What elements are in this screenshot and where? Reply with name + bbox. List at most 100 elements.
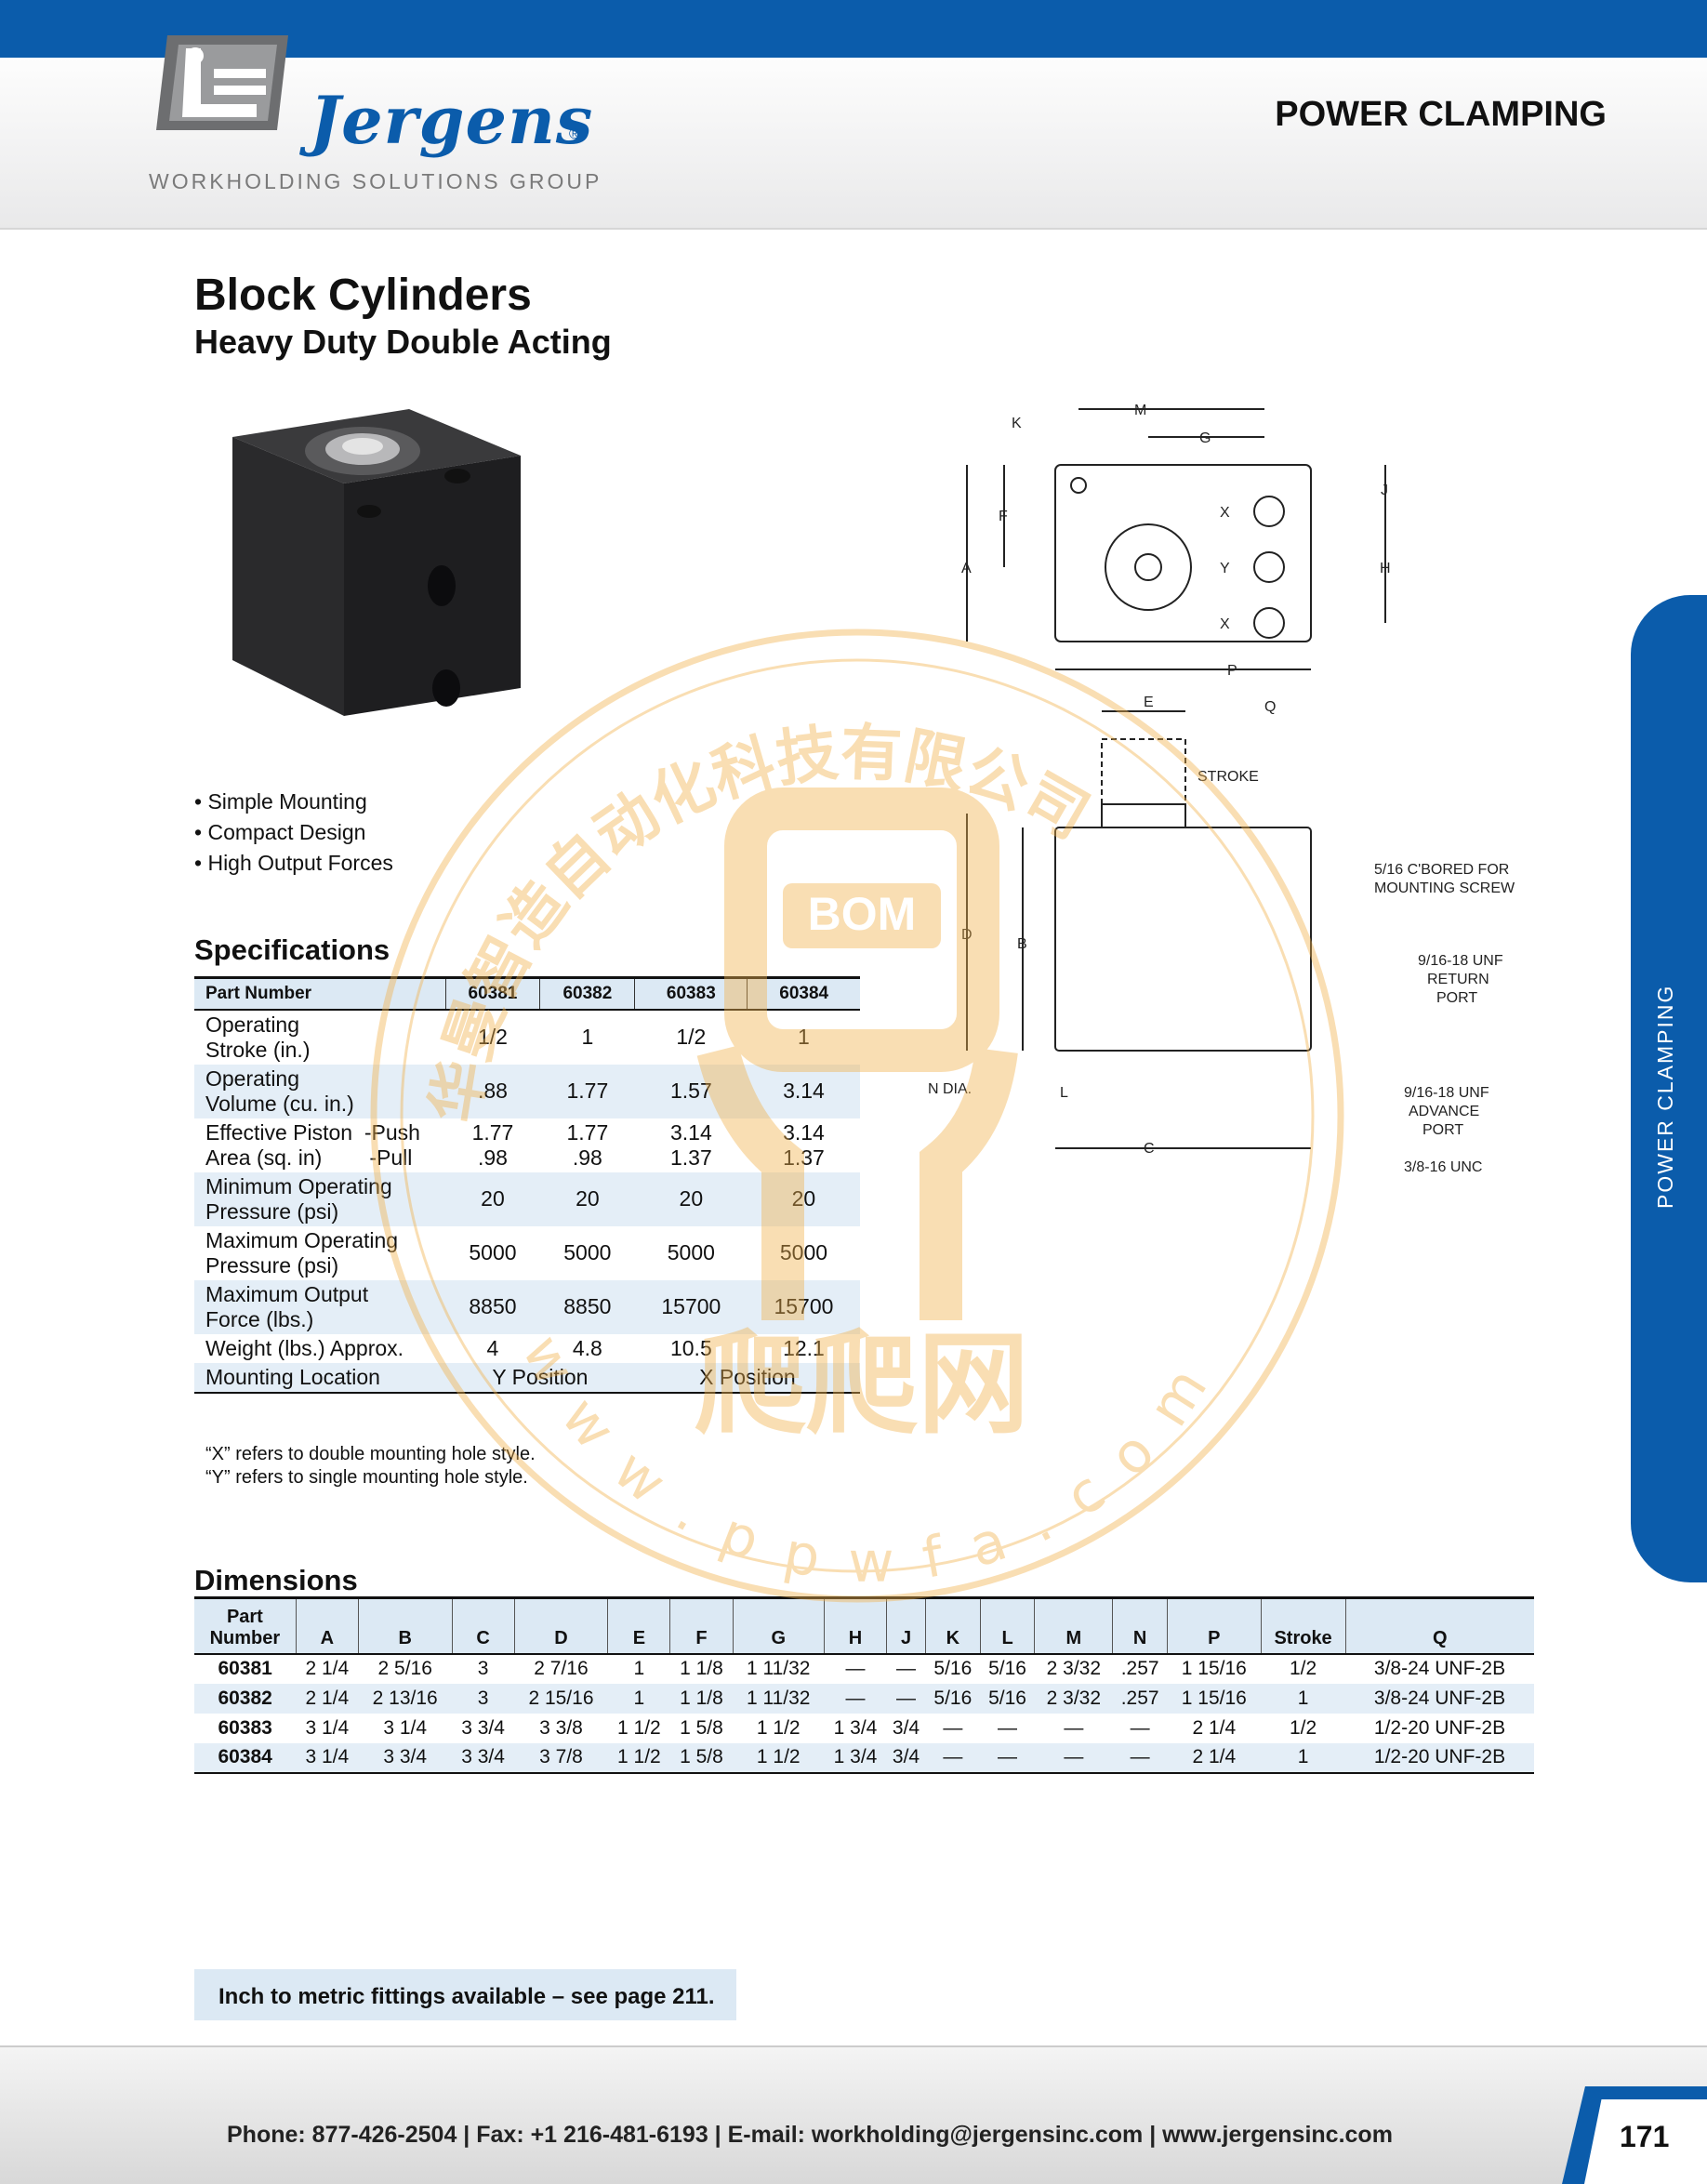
dims-value: — <box>1034 1742 1113 1774</box>
dims-value: 3 3/4 <box>452 1742 515 1774</box>
spec-header-part-number: Part Number <box>194 976 445 1011</box>
specifications-heading: Specifications <box>194 933 390 966</box>
brand-registered-mark: ® <box>569 126 580 142</box>
dims-header: K <box>925 1596 981 1655</box>
spec-label-line: Force (lbs.) <box>205 1306 314 1331</box>
dims-value: — <box>824 1683 887 1714</box>
spec-label-line: Volume (cu. in.) <box>205 1091 354 1116</box>
spec-label-line: Area (sq. in) -Pull <box>205 1145 413 1170</box>
dims-value: 1 <box>1261 1742 1345 1774</box>
mounting-x: X Position <box>634 1362 860 1394</box>
spec-value: .88 <box>445 1064 540 1118</box>
dims-value: 1 <box>633 1658 645 1679</box>
dims-value: 3/4 <box>886 1742 926 1774</box>
spec-value: 4.8 <box>572 1335 602 1360</box>
spec-value: 20 <box>634 1171 748 1226</box>
spec-label-line: Pressure (psi) <box>205 1252 339 1277</box>
dims-header: C <box>451 1596 515 1655</box>
spec-header-part: 60383 <box>634 976 748 1011</box>
callout-text: MOUNTING SCREW <box>1374 880 1515 896</box>
dims-value: 2 3/32 <box>1034 1683 1113 1714</box>
label-l: L <box>1060 1085 1068 1101</box>
dimension-drawing: K M G J F A X Y X H P E Q STROKE D B N D… <box>928 403 1515 1175</box>
dims-part-number: 60381 <box>218 1658 272 1679</box>
spec-value: 1/2 <box>676 1025 707 1049</box>
label-g: G <box>1199 430 1211 446</box>
dims-header: Q <box>1344 1596 1534 1655</box>
spec-label-line: Stroke (in.) <box>205 1037 311 1062</box>
label-h: H <box>1380 561 1391 576</box>
label-a: A <box>961 561 972 576</box>
dims-value: 3 3/4 <box>358 1742 453 1774</box>
dims-header: Part Number <box>194 1596 297 1655</box>
dimensions-heading: Dimensions <box>194 1564 358 1596</box>
dims-header: Stroke <box>1260 1596 1345 1655</box>
dims-value: 3 1/4 <box>305 1716 350 1739</box>
page-header <box>0 58 1707 230</box>
dims-value: 1 3/4 <box>824 1742 887 1774</box>
dims-value: — <box>998 1716 1018 1739</box>
dims-value: 3 <box>477 1658 489 1679</box>
dims-value: 1 <box>607 1683 670 1714</box>
dims-value: 1 1/8 <box>680 1658 723 1679</box>
dims-value: 1 11/32 <box>733 1683 825 1714</box>
dims-value: 5/16 <box>933 1658 973 1679</box>
dims-part-number: 60382 <box>194 1683 297 1714</box>
specifications-table: Part Number 60381 60382 60383 60384 Oper… <box>194 976 860 1394</box>
label-k: K <box>1012 416 1022 431</box>
spec-value: 3.14 1.37 <box>669 1119 712 1170</box>
label-e: E <box>1144 695 1154 710</box>
callout-text: RETURN <box>1427 972 1489 987</box>
dims-value: 1 <box>1261 1683 1345 1714</box>
spec-value: 1.77 .98 <box>471 1119 514 1170</box>
label-m: M <box>1134 403 1146 418</box>
label-y: Y <box>1220 561 1230 576</box>
spec-value: 15700 <box>747 1279 860 1334</box>
side-tab-label: POWER CLAMPING <box>1653 984 1677 1209</box>
spec-value: 20 <box>747 1171 860 1226</box>
side-tab <box>1631 595 1707 1582</box>
label-n-dia: N DIA. <box>928 1081 972 1097</box>
dims-header: L <box>979 1596 1035 1655</box>
spec-value: 20 <box>445 1171 540 1226</box>
callout-text: 9/16-18 UNF <box>1404 1085 1489 1101</box>
dims-value: 3 3/8 <box>539 1716 583 1739</box>
spec-value: 8850 <box>445 1279 540 1334</box>
block-cylinder-photo <box>232 409 521 716</box>
footer-contact: Phone: 877-426-2504 | Fax: +1 216-481-61… <box>227 2122 1393 2148</box>
dims-value: 2 13/16 <box>358 1683 453 1714</box>
dims-value: 1 15/16 <box>1181 1658 1247 1679</box>
spec-label-line: Pressure (psi) <box>205 1198 339 1224</box>
label-c: C <box>1144 1141 1155 1157</box>
feature-item: Compact Design <box>194 817 393 848</box>
label-x: X <box>1220 505 1230 521</box>
dims-value: 1 1/2 <box>607 1742 670 1774</box>
dims-header: E <box>607 1596 670 1655</box>
spec-value: 8850 <box>539 1279 635 1334</box>
dims-value: 1 1/2 <box>733 1742 825 1774</box>
dims-value: 2 5/16 <box>377 1658 432 1679</box>
dims-value: 2 1/4 <box>296 1683 359 1714</box>
spec-label-line: Effective Piston -Push <box>205 1119 420 1145</box>
dims-value: — <box>1064 1716 1084 1739</box>
metric-fittings-note: Inch to metric fittings available – see … <box>194 1969 736 2020</box>
dims-value: 1 1/8 <box>669 1683 734 1714</box>
dims-value: 2 1/4 <box>305 1658 350 1679</box>
dims-value: — <box>845 1658 866 1679</box>
spec-value: 1.57 <box>634 1064 748 1118</box>
dims-header: P <box>1166 1596 1262 1655</box>
dims-value: 2 1/4 <box>1167 1742 1262 1774</box>
page-footer <box>0 2045 1707 2184</box>
dims-header: N <box>1112 1596 1168 1655</box>
dims-value: 2 7/16 <box>534 1658 589 1679</box>
